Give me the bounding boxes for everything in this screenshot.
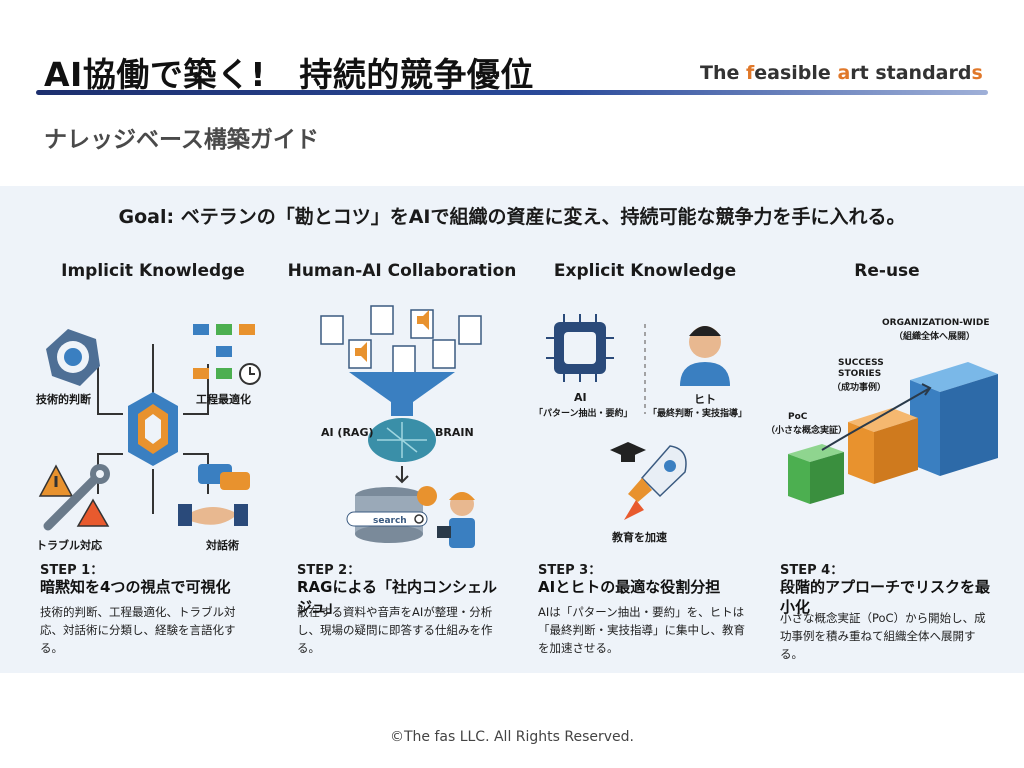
medium-orange-cube <box>848 408 918 484</box>
step-description: 小さな概念実証（PoC）から開始し、成功事例を積み重ねて組織全体へ展開する。 <box>780 611 986 661</box>
label-brain: BRAIN <box>435 426 474 439</box>
column-explicit-knowledge: Explicit Knowledge AI 「パターン抽出・要約」 ヒト 「最終… <box>520 186 770 673</box>
handshake-icon <box>178 504 248 526</box>
label-success-stories-ja: （成功事例） <box>832 383 887 393</box>
rocket-icon <box>624 445 687 520</box>
funnel-icon <box>349 372 455 416</box>
label-poc: PoC <box>788 412 808 422</box>
step-label: STEP 4： <box>780 563 844 578</box>
implicit-knowledge-illustration <box>38 324 261 531</box>
label-technical-judgment: 技術的判断 <box>36 393 91 406</box>
column-heading: Human-AI Collaboration <box>287 261 517 281</box>
label-organization-wide: ORGANIZATION-WIDE <box>882 318 990 328</box>
step-title: 暗黙知を4つの視点で可視化 <box>40 578 231 596</box>
trend-arrow-icon <box>821 383 932 451</box>
brand-logo: The feasible art standards <box>700 62 983 84</box>
center-hexagon-icon <box>128 392 178 466</box>
label-dialogue: 対話術 <box>206 539 239 552</box>
question-icon <box>417 486 437 506</box>
small-green-cube <box>788 444 844 504</box>
wrench-icon <box>43 464 110 531</box>
label-ai: AI <box>574 391 587 404</box>
warning-icon <box>38 464 110 527</box>
document-icons <box>320 305 482 375</box>
label-human: ヒト <box>694 393 716 406</box>
label-troubleshooting: トラブル対応 <box>36 539 102 552</box>
ai-chip-icon <box>546 314 614 382</box>
step-label: STEP 2： <box>297 563 361 578</box>
step-description: AIは「パターン抽出・要約」を、ヒトは「最終判断・実技指導」に集中し、教育を加速… <box>538 605 745 655</box>
brain-icon <box>368 418 436 462</box>
page-title: AI協働で築く! 持続的競争優位 <box>44 55 534 94</box>
search-bar-icon <box>346 511 428 527</box>
step-title: AIとヒトの最適な役割分担 <box>538 578 721 596</box>
label-success: SUCCESS <box>838 358 884 368</box>
column-heading: Implicit Knowledge <box>61 261 245 281</box>
step-title: RAGによる「社内コンシェルジュ」 <box>297 578 498 616</box>
step-description: 技術的判断、工程最適化、トラブル対応、対話術に分類し、経験を言語化する。 <box>40 605 236 655</box>
label-ai-rag: AI (RAG) <box>321 426 374 439</box>
large-blue-cube <box>910 362 998 476</box>
step-description: 散在する資料や音声をAIが整理・分析し、現場の疑問に即答する仕組みを作る。 <box>297 605 493 655</box>
audio-icons <box>355 310 429 362</box>
header-rule <box>36 90 988 95</box>
staircase-cubes-illustration <box>788 362 998 504</box>
column-implicit-knowledge: Implicit Knowledge <box>28 186 278 673</box>
label-final-judgment: 「最終判断・実技指導」 <box>648 409 748 419</box>
rag-illustration <box>320 305 482 548</box>
column-heading: Explicit Knowledge <box>553 261 737 281</box>
goal-statement: Goal: ベテランの「勘とコツ」をAIで組織の資産に変え、持続可能な競争力を手… <box>118 206 906 228</box>
infographic-panel: Goal: ベテランの「勘とコツ」をAIで組織の資産に変え、持続可能な競争力を手… <box>0 186 1024 673</box>
person-icon <box>680 326 730 386</box>
column-human-ai-collaboration: Human-AI Collaboration AI (RAG) BRAIN se… <box>277 186 527 673</box>
label-organization-wide-ja: （組織全体へ展開） <box>894 332 976 342</box>
column-re-use: Re-use ORGANIZATION-WIDE （組織全体へ展開） <box>762 186 1012 673</box>
column-heading: Re-use <box>854 261 920 281</box>
label-accelerate-education: 教育を加速 <box>612 531 667 544</box>
worker-icon <box>437 492 475 548</box>
label-process-optimization: 工程最適化 <box>196 393 251 406</box>
flowchart-icon <box>193 324 261 385</box>
label-pattern-extraction: 「パターン抽出・要約」 <box>534 409 633 419</box>
copyright-footer: ©The fas LLC. All Rights Reserved. <box>389 729 635 745</box>
step-title: 段階的アプローチでリスクを最小化 <box>780 578 991 616</box>
label-poc-ja: （小さな概念実証） <box>766 426 848 436</box>
step-label: STEP 1： <box>40 563 104 578</box>
label-search: search <box>373 516 407 526</box>
label-stories: STORIES <box>838 369 882 379</box>
speech-bubble-icon <box>198 464 250 490</box>
page-subtitle: ナレッジベース構築ガイド <box>44 127 319 153</box>
arrow-down-icon <box>395 466 409 484</box>
graduation-cap-icon <box>610 442 646 462</box>
aperture-icon <box>46 329 100 386</box>
explicit-knowledge-illustration <box>546 314 730 520</box>
step-label: STEP 3： <box>538 563 602 578</box>
